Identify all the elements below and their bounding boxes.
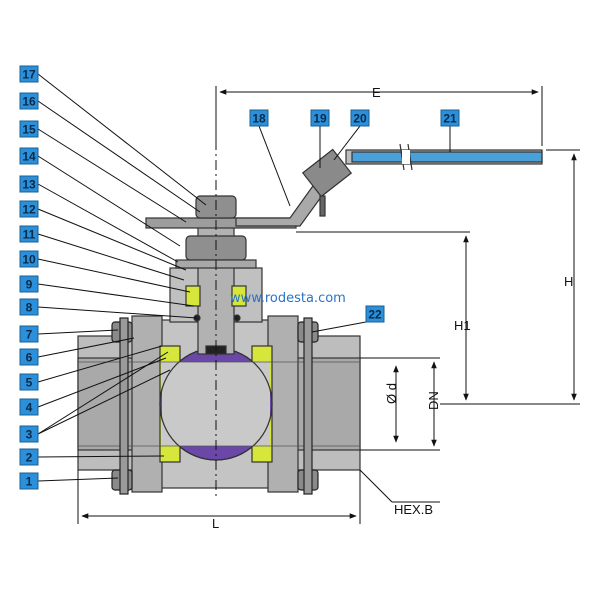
part-badge-18: 18: [249, 109, 269, 127]
part-badge-6: 6: [19, 348, 39, 366]
svg-text:8: 8: [26, 301, 33, 315]
svg-text:4: 4: [26, 401, 33, 415]
svg-text:9: 9: [26, 278, 33, 292]
lock-pin: [319, 195, 326, 217]
dim-h1-label: H1: [454, 318, 471, 333]
svg-text:2: 2: [26, 451, 33, 465]
svg-text:6: 6: [26, 351, 33, 365]
svg-text:20: 20: [353, 112, 367, 126]
dimension-lines: [77, 86, 580, 524]
part-badge-3: 3: [19, 425, 39, 443]
svg-text:13: 13: [22, 178, 36, 192]
svg-text:17: 17: [22, 68, 36, 82]
part-badge-20: 20: [350, 109, 370, 127]
part-badge-17: 17: [19, 65, 39, 83]
svg-text:15: 15: [22, 123, 36, 137]
part-badge-13: 13: [19, 175, 39, 193]
svg-text:19: 19: [313, 112, 327, 126]
part-badge-11: 11: [19, 225, 39, 243]
packing-left: [185, 285, 201, 307]
part-badge-15: 15: [19, 120, 39, 138]
part-badge-7: 7: [19, 325, 39, 343]
packing-right: [231, 285, 247, 307]
part-badge-12: 12: [19, 200, 39, 218]
valve-body: [77, 315, 361, 493]
svg-text:16: 16: [22, 95, 36, 109]
part-badge-19: 19: [310, 109, 330, 127]
right-flange: [267, 315, 299, 493]
dim-dn-label: DN: [426, 391, 441, 410]
dim-l-label: L: [212, 516, 219, 531]
left-flange: [131, 315, 163, 493]
svg-text:21: 21: [443, 112, 457, 126]
dim-hex-label: HEX.B: [394, 502, 433, 517]
svg-text:12: 12: [22, 203, 36, 217]
dim-e-label: E: [372, 85, 381, 100]
part-badge-16: 16: [19, 92, 39, 110]
part-badge-5: 5: [19, 373, 39, 391]
handle: [235, 143, 543, 227]
part-badge-2: 2: [19, 448, 39, 466]
svg-text:22: 22: [368, 308, 382, 322]
svg-text:7: 7: [26, 328, 33, 342]
dim-d-label: Ø d: [384, 383, 399, 404]
lock-device: [301, 148, 353, 198]
watermark: www.rodesta.com: [230, 291, 346, 306]
handle-sleeve: [351, 151, 543, 163]
part-badge-22: 22: [365, 305, 385, 323]
svg-text:1: 1: [26, 475, 33, 489]
part-leaders: [37, 73, 451, 482]
svg-text:5: 5: [26, 376, 33, 390]
part-badge-21: 21: [440, 109, 460, 127]
part-badge-9: 9: [19, 275, 39, 293]
part-badge-8: 8: [19, 298, 39, 316]
part-badge-4: 4: [19, 398, 39, 416]
svg-text:14: 14: [22, 150, 36, 164]
svg-text:18: 18: [252, 112, 266, 126]
bolts: [111, 317, 319, 495]
part-badge-10: 10: [19, 250, 39, 268]
svg-text:10: 10: [22, 253, 36, 267]
svg-text:11: 11: [23, 228, 36, 242]
part-badge-1: 1: [19, 472, 39, 490]
dim-h-label: H: [564, 274, 573, 289]
svg-text:3: 3: [26, 428, 33, 442]
part-badge-14: 14: [19, 147, 39, 165]
